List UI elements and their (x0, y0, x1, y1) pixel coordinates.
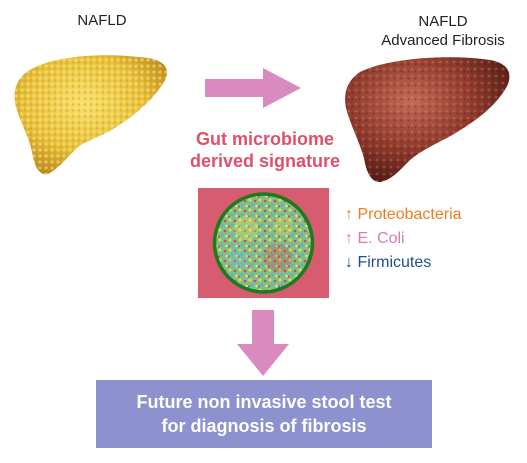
down-arrow-icon: ↓ (345, 254, 353, 271)
fatty-liver-image (14, 55, 168, 175)
up-arrow-icon: ↑ (345, 230, 353, 247)
signature-title: Gut microbiome derived signature (150, 128, 380, 172)
bacteria-name: Firmicutes (357, 254, 432, 271)
bacteria-name: Proteobacteria (357, 206, 462, 223)
advanced-fibrosis-label-line1: NAFLD (418, 13, 468, 30)
nafld-label: NAFLD (77, 12, 127, 29)
progression-arrow-icon (205, 68, 301, 108)
conclusion-line2: for diagnosis of fibrosis (161, 416, 367, 436)
advanced-fibrosis-label: NAFLD Advanced Fibrosis (360, 12, 526, 50)
up-arrow-icon: ↑ (345, 206, 353, 223)
bacteria-firmicutes: ↓ Firmicutes (345, 252, 431, 274)
down-arrow-icon-large (237, 310, 289, 376)
conclusion-line1: Future non invasive stool test (136, 392, 392, 412)
fibrotic-liver-image (345, 57, 510, 182)
bacteria-ecoli: ↑ E. Coli (345, 228, 405, 250)
signature-title-line2: derived signature (189, 151, 341, 171)
bacteria-name: E. Coli (357, 230, 405, 247)
microbiome-petri-dish-image (198, 188, 329, 298)
advanced-fibrosis-label-line2: Advanced Fibrosis (381, 32, 505, 49)
conclusion-box: Future non invasive stool test for diagn… (96, 380, 432, 448)
signature-title-line1: Gut microbiome (195, 129, 334, 149)
bacteria-proteobacteria: ↑ Proteobacteria (345, 204, 462, 226)
